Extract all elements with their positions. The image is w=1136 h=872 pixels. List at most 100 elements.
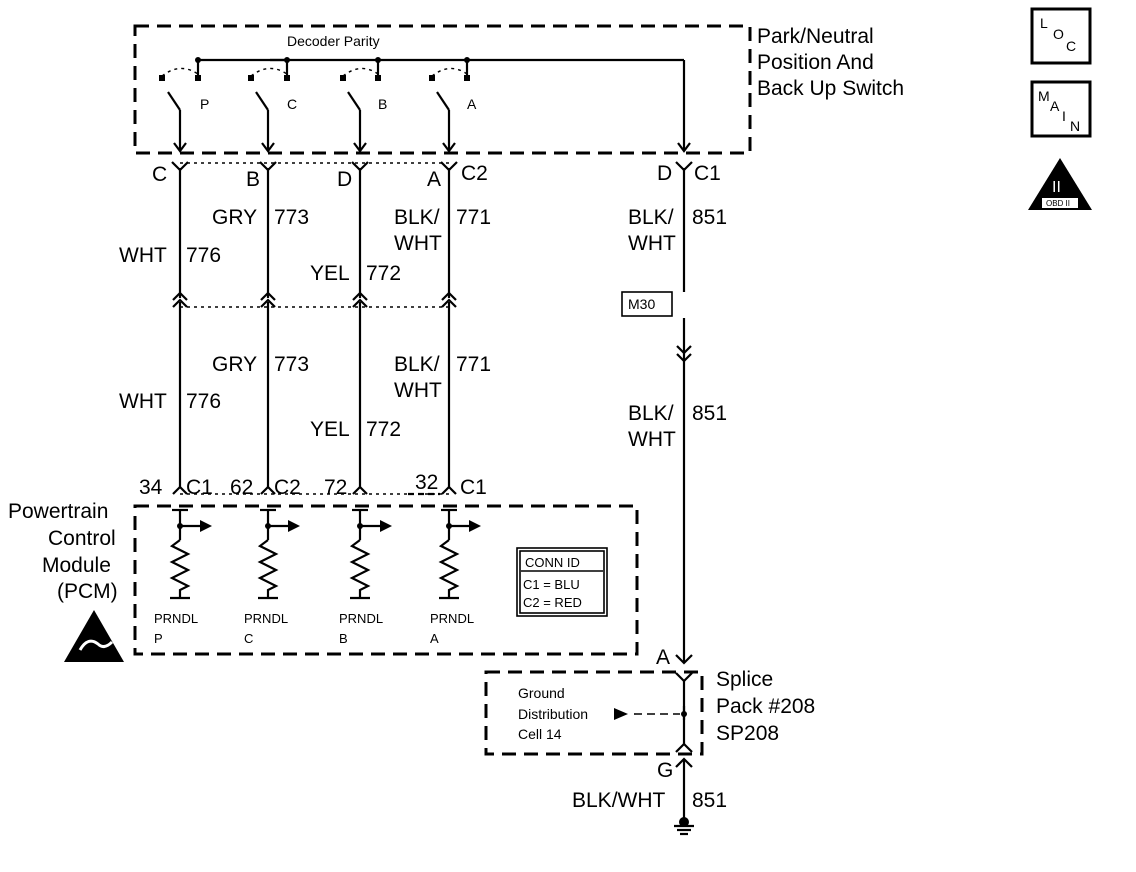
svg-text:YEL: YEL bbox=[310, 262, 350, 285]
svg-text:A: A bbox=[1050, 98, 1060, 114]
svg-text:GRY: GRY bbox=[212, 206, 257, 229]
svg-text:BLK/WHT: BLK/WHT bbox=[572, 789, 666, 812]
svg-text:PRNDL: PRNDL bbox=[154, 611, 198, 626]
wire-labels-upper: WHT 776 GRY 773 YEL 772 BLK/ WHT 771 bbox=[119, 206, 491, 285]
pcm-input-a: PRNDL A bbox=[430, 508, 481, 646]
main-icon: M A I N bbox=[1030, 80, 1092, 138]
svg-text:776: 776 bbox=[186, 390, 221, 413]
loc-icon: L O C bbox=[1030, 7, 1092, 65]
svg-text:II: II bbox=[1052, 179, 1061, 196]
inline-connector bbox=[172, 291, 457, 308]
svg-text:772: 772 bbox=[366, 418, 401, 441]
svg-text:YEL: YEL bbox=[310, 418, 350, 441]
svg-text:C: C bbox=[152, 163, 167, 186]
svg-text:Ground: Ground bbox=[518, 685, 565, 701]
svg-text:WHT: WHT bbox=[394, 379, 442, 402]
svg-text:B: B bbox=[246, 168, 260, 191]
pcm-title-line3: Module bbox=[42, 554, 111, 577]
ground-wire-851: M30 BLK/ WHT 851 BLK/ WHT 851 bbox=[621, 168, 727, 665]
svg-text:WHT: WHT bbox=[628, 428, 676, 451]
svg-text:WHT: WHT bbox=[119, 390, 167, 413]
svg-text:WHT: WHT bbox=[628, 232, 676, 255]
svg-text:BLK/: BLK/ bbox=[628, 206, 674, 229]
svg-text:771: 771 bbox=[456, 206, 491, 229]
switch-housing bbox=[133, 24, 752, 155]
svg-text:Pack #208: Pack #208 bbox=[716, 695, 815, 718]
svg-text:WHT: WHT bbox=[394, 232, 442, 255]
svg-text:C: C bbox=[287, 96, 297, 112]
switch-title-line3: Back Up Switch bbox=[757, 77, 904, 100]
svg-text:851: 851 bbox=[692, 789, 727, 812]
svg-text:A: A bbox=[427, 168, 441, 191]
svg-text:L: L bbox=[1040, 15, 1048, 31]
svg-text:BLK/: BLK/ bbox=[628, 402, 674, 425]
svg-text:851: 851 bbox=[692, 206, 727, 229]
obd-ii-icon: II OBD II bbox=[1028, 158, 1092, 210]
switch-contact-b: B bbox=[340, 67, 387, 153]
esd-sensitive-icon bbox=[64, 610, 124, 662]
svg-text:I: I bbox=[1062, 108, 1066, 124]
svg-text:PRNDL: PRNDL bbox=[244, 611, 288, 626]
connector-top-c1: D C1 bbox=[657, 161, 721, 185]
decoder-parity-bus bbox=[195, 57, 691, 153]
svg-text:D: D bbox=[657, 162, 672, 185]
svg-text:CONN ID: CONN ID bbox=[525, 555, 580, 570]
svg-text:Distribution: Distribution bbox=[518, 706, 588, 722]
svg-text:72: 72 bbox=[324, 476, 347, 499]
svg-text:SP208: SP208 bbox=[716, 722, 779, 745]
switch-title-line2: Position And bbox=[757, 51, 874, 74]
svg-text:C2: C2 bbox=[274, 476, 301, 499]
svg-text:62: 62 bbox=[230, 476, 253, 499]
svg-text:776: 776 bbox=[186, 244, 221, 267]
decoder-parity-label: Decoder Parity bbox=[287, 33, 380, 49]
svg-text:A: A bbox=[430, 631, 439, 646]
svg-text:Splice: Splice bbox=[716, 668, 773, 691]
pcm-input-c: PRNDL C bbox=[244, 508, 300, 646]
svg-text:G: G bbox=[657, 759, 673, 782]
svg-text:N: N bbox=[1070, 118, 1080, 134]
svg-text:A: A bbox=[656, 646, 670, 669]
svg-text:C1 = BLU: C1 = BLU bbox=[523, 577, 580, 592]
pcm-housing bbox=[133, 504, 639, 656]
svg-text:773: 773 bbox=[274, 353, 309, 376]
wire-segments-upper bbox=[178, 168, 451, 298]
svg-text:O: O bbox=[1053, 26, 1064, 42]
svg-text:C1: C1 bbox=[694, 162, 721, 185]
pcm-title-line2: Control bbox=[48, 527, 116, 550]
ground-lead: BLK/WHT 851 bbox=[572, 757, 727, 836]
svg-text:C: C bbox=[1066, 38, 1076, 54]
svg-text:32: 32 bbox=[415, 471, 438, 494]
switch-contact-a: A bbox=[429, 67, 477, 153]
svg-text:PRNDL: PRNDL bbox=[430, 611, 474, 626]
pcm-pins: 34 C1 62 C2 72 32 C1 bbox=[139, 471, 487, 499]
svg-text:M: M bbox=[1038, 88, 1050, 104]
svg-text:OBD II: OBD II bbox=[1046, 199, 1070, 208]
conn-id-box: CONN ID C1 = BLU C2 = RED bbox=[516, 547, 608, 617]
svg-text:C1: C1 bbox=[186, 476, 213, 499]
svg-text:BLK/: BLK/ bbox=[394, 206, 440, 229]
svg-text:P: P bbox=[154, 631, 163, 646]
svg-text:GRY: GRY bbox=[212, 353, 257, 376]
wire-labels-lower: WHT 776 GRY 773 YEL 772 BLK/ WHT 771 bbox=[119, 353, 491, 441]
switch-title-line1: Park/Neutral bbox=[757, 25, 874, 48]
svg-text:34: 34 bbox=[139, 476, 163, 499]
svg-text:771: 771 bbox=[456, 353, 491, 376]
svg-text:Cell 14: Cell 14 bbox=[518, 726, 562, 742]
switch-contact-p: P bbox=[159, 67, 209, 153]
connector-top-c2: C B D A C2 bbox=[152, 161, 488, 191]
splice-pack: A G Splice Pack #208 SP208 Ground Distri… bbox=[484, 646, 815, 782]
svg-text:C1: C1 bbox=[460, 476, 487, 499]
svg-text:A: A bbox=[467, 96, 477, 112]
svg-text:D: D bbox=[337, 168, 352, 191]
svg-text:C2 = RED: C2 = RED bbox=[523, 595, 582, 610]
pcm-title-line4: (PCM) bbox=[57, 580, 118, 603]
svg-text:772: 772 bbox=[366, 262, 401, 285]
wire-segments-lower bbox=[178, 302, 451, 488]
svg-text:P: P bbox=[200, 96, 209, 112]
svg-text:B: B bbox=[339, 631, 348, 646]
pcm-input-p: PRNDL P bbox=[154, 508, 212, 646]
svg-text:WHT: WHT bbox=[119, 244, 167, 267]
svg-text:BLK/: BLK/ bbox=[394, 353, 440, 376]
svg-text:B: B bbox=[378, 96, 387, 112]
pcm-input-b: PRNDL B bbox=[339, 508, 392, 646]
